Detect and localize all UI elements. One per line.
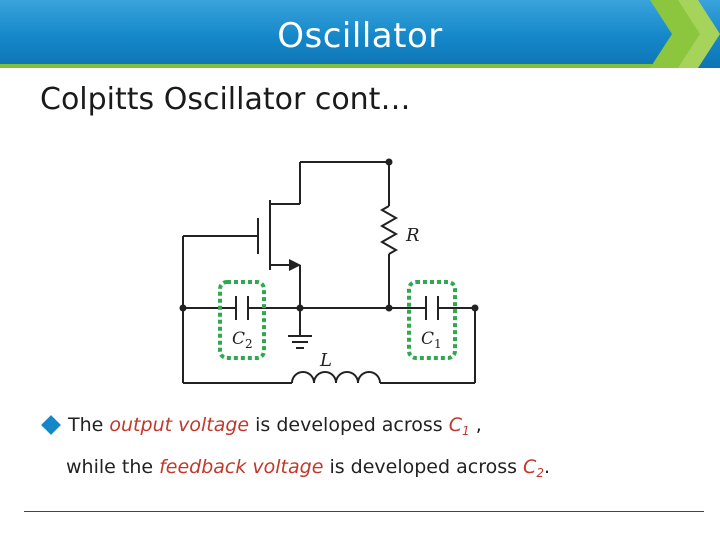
junction-dot: [179, 304, 187, 312]
slide-heading: Colpitts Oscillator cont…: [40, 82, 411, 117]
bullet-text: is developed across: [323, 456, 524, 478]
emphasis-output-voltage: output voltage: [109, 414, 250, 436]
label-r: R: [405, 225, 420, 246]
capacitor-ref-c2-sub: 2: [536, 466, 544, 480]
label-c1-sub: 1: [434, 337, 442, 351]
label-c2-sub: 2: [245, 337, 253, 351]
resistor-r: [379, 205, 399, 255]
bullet-text: The: [68, 414, 110, 436]
bullet-continuation: while the feedback voltage is developed …: [66, 456, 550, 480]
bullet-point: The output voltage is developed across C…: [41, 414, 482, 438]
junction-dot: [471, 304, 479, 312]
fet-source-arrow: [289, 259, 301, 271]
bottom-divider: [24, 511, 704, 512]
slide-title: Oscillator: [277, 16, 443, 56]
label-c2: C: [232, 329, 245, 349]
colpitts-circuit-diagram: R C 2 C 1 L: [179, 158, 479, 384]
diamond-bullet-icon: [41, 415, 61, 435]
inductor-l: [291, 371, 381, 384]
c2-highlight-box: [218, 280, 266, 360]
bullet-text: .: [543, 456, 551, 478]
bullet-text: is developed across: [249, 414, 449, 436]
chevron-decoration-icon: [650, 0, 720, 68]
label-l: L: [319, 350, 332, 371]
junction-dot: [385, 304, 393, 312]
capacitor-ref-c1: C: [448, 414, 463, 436]
junction-dot: [385, 158, 393, 166]
junction-dot: [296, 304, 304, 312]
c1-highlight-box: [407, 280, 457, 360]
capacitor-ref-c2: C: [523, 456, 537, 478]
emphasis-feedback-voltage: feedback voltage: [159, 456, 324, 478]
label-c1: C: [421, 329, 434, 349]
title-underline: [0, 64, 690, 68]
bullet-text: while the: [66, 456, 160, 478]
title-bar: Oscillator: [0, 0, 720, 68]
bullet-text: ,: [469, 414, 482, 436]
capacitor-ref-c1-sub: 1: [462, 424, 470, 438]
